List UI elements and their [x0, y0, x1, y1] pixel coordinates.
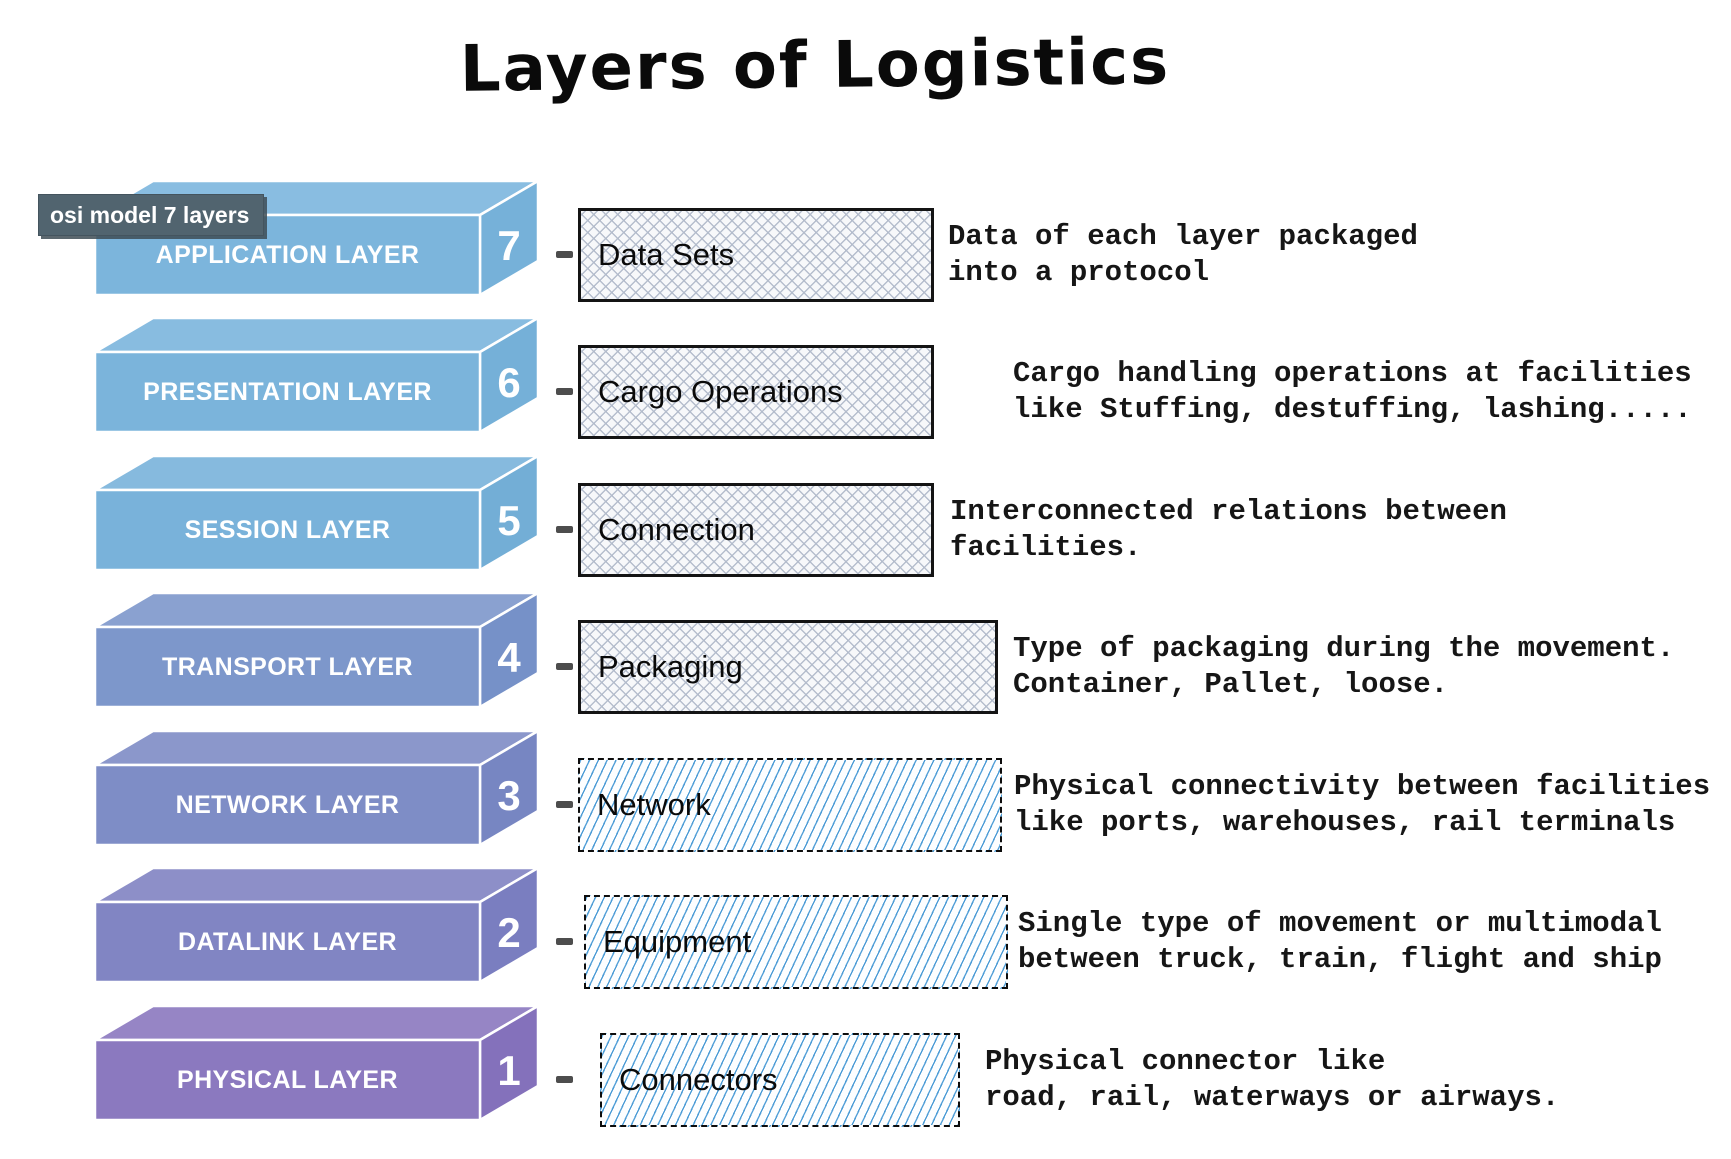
layer-description: Single type of movement or multimodal be…: [1018, 907, 1662, 976]
box-front-face: [93, 900, 482, 984]
layer-description: Physical connector like road, rail, wate…: [985, 1045, 1560, 1114]
logistics-term-box: Equipment: [578, 889, 1014, 995]
osi-layer-number: 5: [497, 497, 521, 544]
layer-description: Data of each layer packaged into a proto…: [948, 220, 1418, 289]
osi-layer-name: PHYSICAL LAYER: [177, 1065, 398, 1094]
osi-box-3d: [93, 866, 540, 984]
logistics-term-box: Connectors: [594, 1027, 966, 1133]
layer-row: PHYSICAL LAYER 1 Connectors Physical con…: [0, 1003, 1731, 1133]
osi-layer-name: NETWORK LAYER: [175, 790, 400, 819]
layer-description: Type of packaging during the movement. C…: [1013, 632, 1675, 701]
osi-layer-name: TRANSPORT LAYER: [162, 652, 413, 681]
box-front-face: [93, 763, 482, 847]
box-front-face: [93, 1038, 482, 1122]
connector-dash: [556, 938, 573, 945]
osi-layer-number: 6: [497, 359, 521, 406]
box-top-face: [93, 1004, 540, 1042]
osi-layer-number: 1: [497, 1047, 521, 1094]
connector-dash: [556, 663, 573, 670]
layer-row: PRESENTATION LAYER 6 Cargo Operations Ca…: [0, 315, 1731, 444]
logistics-term-box: Network: [572, 752, 1008, 858]
layer-description: Interconnected relations between facilit…: [950, 495, 1507, 564]
logistics-term-box: Connection: [573, 478, 939, 582]
osi-layer-name: DATALINK LAYER: [177, 927, 398, 956]
osi-box-3d: [93, 316, 540, 434]
connector-dash: [556, 388, 573, 395]
logistics-term-label: Connection: [598, 512, 755, 547]
osi-layer-number: 7: [497, 222, 521, 269]
logistics-term-label: Connectors: [619, 1062, 778, 1097]
logistics-term-box: Cargo Operations: [573, 340, 939, 444]
connector-dash: [556, 251, 573, 258]
osi-layer-number: 3: [497, 772, 521, 819]
logistics-term-label: Network: [597, 787, 711, 822]
box-front-face: [93, 350, 482, 434]
box-top-face: [93, 866, 540, 904]
logistics-term-label: Packaging: [598, 649, 743, 684]
osi-box-3d: [93, 729, 540, 847]
connector-dash: [556, 1076, 573, 1083]
box-top-face: [93, 316, 540, 354]
logistics-term-label: Data Sets: [598, 237, 735, 272]
logistics-term-box: Data Sets: [573, 203, 939, 307]
logistics-term-box: Packaging: [573, 615, 1003, 719]
box-front-face: [93, 488, 482, 572]
layer-description: Cargo handling operations at facilities …: [1013, 357, 1692, 426]
layer-row: APPLICATION LAYER 7 Data Sets Data of ea…: [0, 178, 1731, 307]
tooltip-label: osi model 7 layers: [50, 202, 250, 228]
layer-row: SESSION LAYER 5 Connection Interconnecte…: [0, 453, 1731, 582]
osi-box-3d: [93, 1004, 540, 1122]
layer-description: Physical connectivity between facilities…: [1014, 770, 1711, 839]
logistics-term-label: Cargo Operations: [598, 374, 843, 409]
box-front-face: [93, 625, 482, 709]
page-title: Layers of Logistics: [459, 24, 1171, 107]
osi-layer-number: 2: [497, 909, 521, 956]
osi-model-tooltip: osi model 7 layers: [38, 194, 265, 236]
osi-box-3d: [93, 591, 540, 709]
connector-dash: [556, 526, 573, 533]
layer-row: NETWORK LAYER 3 Network Physical connect…: [0, 728, 1731, 858]
box-top-face: [93, 591, 540, 629]
connector-dash: [556, 801, 573, 808]
layer-row: DATALINK LAYER 2 Equipment Single type o…: [0, 865, 1731, 995]
osi-layer-number: 4: [497, 634, 521, 681]
logistics-term-label: Equipment: [603, 924, 752, 959]
osi-layer-name: PRESENTATION LAYER: [143, 377, 432, 406]
osi-layer-name: APPLICATION LAYER: [155, 240, 420, 269]
box-top-face: [93, 729, 540, 767]
osi-layer-name: SESSION LAYER: [184, 515, 391, 544]
box-top-face: [93, 454, 540, 492]
layer-row: TRANSPORT LAYER 4 Packaging Type of pack…: [0, 590, 1731, 719]
osi-box-3d: [93, 454, 540, 572]
